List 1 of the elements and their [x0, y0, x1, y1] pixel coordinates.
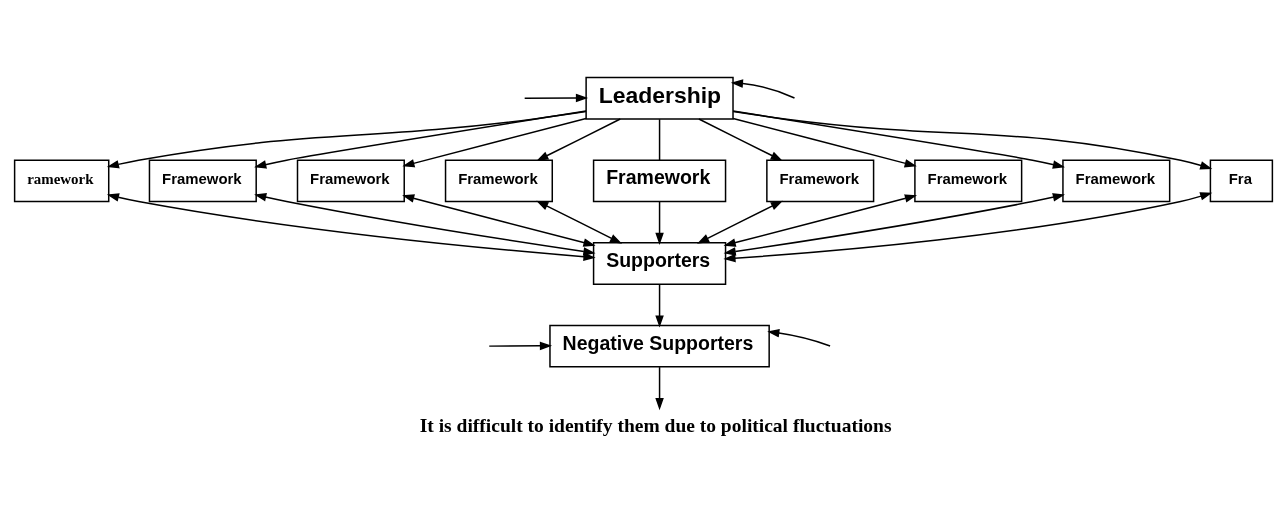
node-text: It is difficult to identify them due to political fluctuations: [419, 414, 892, 436]
